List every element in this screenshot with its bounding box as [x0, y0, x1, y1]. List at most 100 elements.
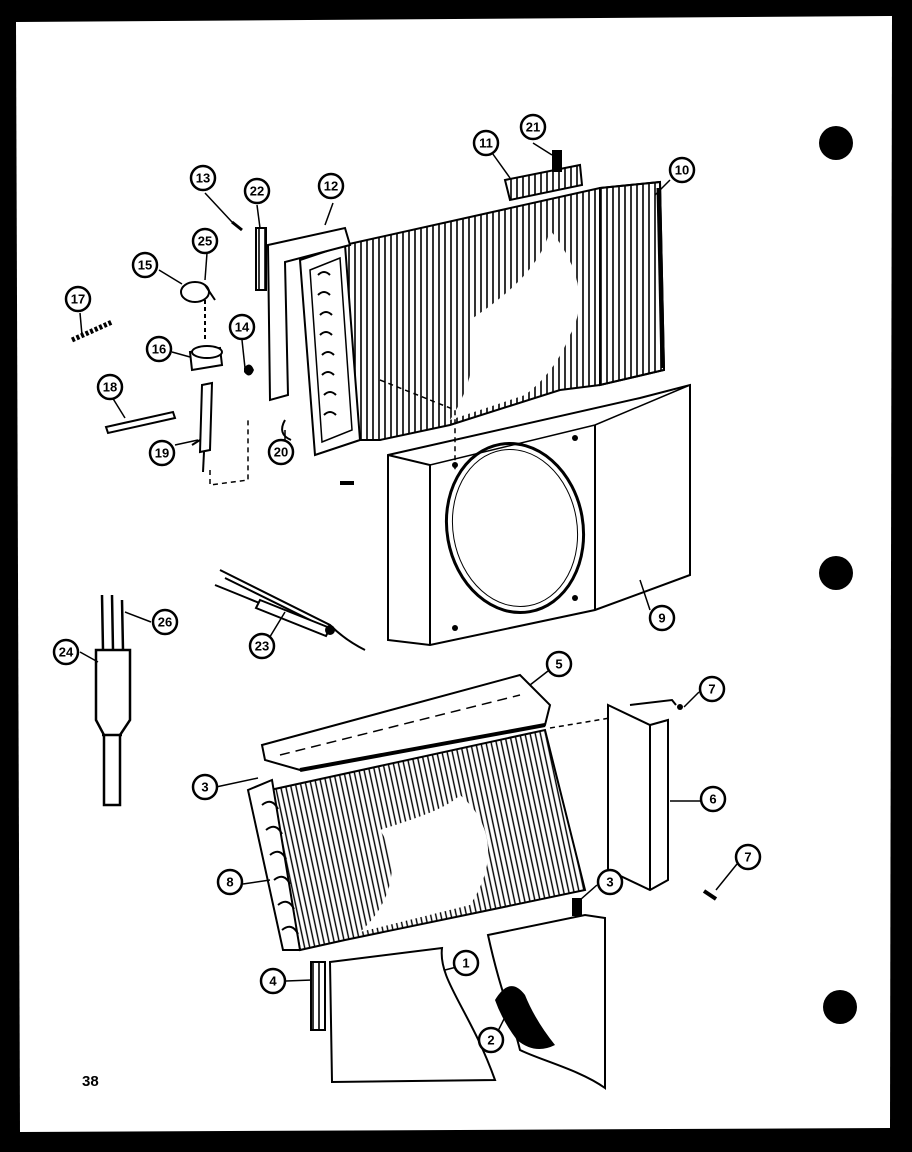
callout-6: 6 — [699, 785, 727, 813]
callout-circle — [52, 638, 80, 666]
callout-circle — [216, 868, 244, 896]
callout-circle — [248, 632, 276, 660]
callout-circle — [64, 285, 92, 313]
callout-number: 7 — [708, 682, 715, 697]
channel-edge — [299, 723, 546, 772]
callout-circle — [145, 335, 173, 363]
callout-number: 21 — [526, 120, 540, 135]
callout-15: 15 — [131, 251, 159, 279]
callout-number: 16 — [152, 342, 166, 357]
callout-circle — [734, 843, 762, 871]
callout-circle — [189, 164, 217, 192]
callout-number: 2 — [487, 1033, 494, 1048]
evaporator-coil — [246, 728, 587, 952]
channel-crease — [279, 694, 521, 756]
callout-4: 4 — [259, 967, 287, 995]
callout-leaders — [79, 142, 738, 1034]
callout-circle — [668, 156, 696, 184]
callout-19: 19 — [148, 439, 176, 467]
callout-number: 3 — [606, 875, 613, 890]
callout-12: 12 — [317, 172, 345, 200]
callout-circle — [452, 949, 480, 977]
callout-number: 12 — [324, 179, 338, 194]
strip-3-lower — [572, 898, 582, 916]
screw-7 — [702, 889, 718, 901]
callout-5: 5 — [545, 650, 573, 678]
clip-14 — [244, 364, 254, 376]
callout-number: 22 — [250, 184, 264, 199]
callout-circle — [131, 251, 159, 279]
strip-4 — [310, 961, 326, 1031]
callout-number: 6 — [709, 792, 716, 807]
callout-circle — [596, 868, 624, 896]
callout-circle — [259, 967, 287, 995]
coil-bracket — [266, 226, 352, 402]
callout-1: 1 — [452, 949, 480, 977]
binder-hole-top — [819, 126, 853, 160]
callout-7: 7 — [734, 843, 762, 871]
binder-hole-middle — [819, 556, 853, 590]
callout-circle — [545, 650, 573, 678]
callout-21: 21 — [519, 113, 547, 141]
callout-8: 8 — [216, 868, 244, 896]
callout-23: 23 — [248, 632, 276, 660]
gasket-strip — [255, 227, 267, 291]
callout-number: 24 — [59, 645, 74, 660]
screw-7-top — [677, 704, 683, 710]
callout-number: 26 — [158, 615, 172, 630]
power-cord — [94, 594, 132, 807]
callout-7: 7 — [698, 675, 726, 703]
callout-20: 20 — [267, 438, 295, 466]
callout-25: 25 — [191, 227, 219, 255]
callout-number: 25 — [198, 234, 212, 249]
callout-circle — [698, 675, 726, 703]
bar-18 — [104, 410, 177, 435]
callout-number: 18 — [103, 380, 117, 395]
tube-20 — [281, 419, 292, 441]
screw-13 — [231, 220, 243, 232]
callout-number: 7 — [744, 850, 751, 865]
side-bracket — [607, 703, 669, 892]
callout-17: 17 — [64, 285, 92, 313]
callout-14: 14 — [228, 313, 256, 341]
callout-circle — [148, 439, 176, 467]
callout-number: 23 — [255, 639, 269, 654]
callout-circle — [699, 785, 727, 813]
callout-24: 24 — [52, 638, 80, 666]
page-number: 38 — [82, 1073, 99, 1090]
callout-number: 3 — [201, 780, 208, 795]
callout-10: 10 — [668, 156, 696, 184]
callout-number: 20 — [274, 445, 288, 460]
fan-shroud — [387, 383, 691, 647]
callout-16: 16 — [145, 335, 173, 363]
callout-number: 15 — [138, 258, 152, 273]
base-panel — [328, 946, 497, 1084]
callout-circle — [228, 313, 256, 341]
thermostat-parts — [180, 281, 224, 473]
callout-circle — [267, 438, 295, 466]
callout-circle — [96, 373, 124, 401]
alignment-line — [549, 717, 611, 729]
alignment-line — [379, 379, 456, 470]
callout-circle — [151, 608, 179, 636]
rod-17 — [70, 319, 114, 343]
callout-13: 13 — [189, 164, 217, 192]
insulation-2 — [495, 986, 555, 1049]
bracket-top — [629, 698, 677, 706]
callout-number: 8 — [226, 875, 233, 890]
callout-circle — [648, 604, 676, 632]
coil-end-plate — [298, 243, 362, 457]
seal-strip — [552, 150, 562, 172]
callout-3: 3 — [596, 868, 624, 896]
callout-11: 11 — [472, 129, 500, 157]
callout-number: 13 — [196, 171, 210, 186]
callout-number: 11 — [479, 136, 493, 151]
callout-circle — [519, 113, 547, 141]
callout-number: 4 — [269, 974, 277, 989]
callout-circle — [317, 172, 345, 200]
callout-number: 14 — [235, 320, 250, 335]
callout-circle — [243, 177, 271, 205]
